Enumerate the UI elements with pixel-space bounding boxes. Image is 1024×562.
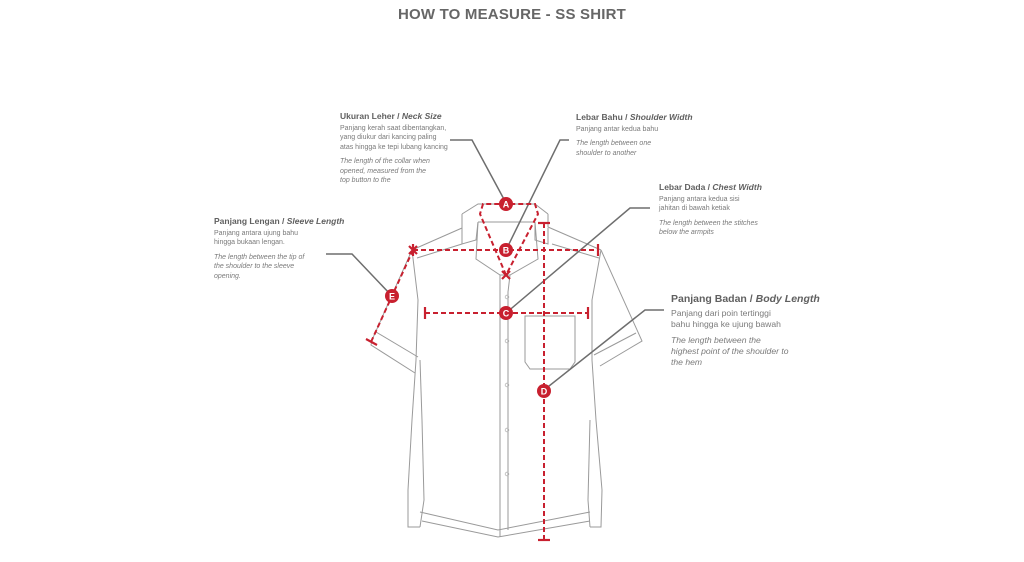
chest-width-heading: Lebar Dada / Chest Width: [659, 182, 762, 192]
shoulder-width-desc-id: Panjang antar kedua bahu: [576, 126, 659, 133]
measurement-ticks: [365, 221, 600, 542]
leader-line-shoulder: [505, 139, 569, 251]
marker-c: C: [499, 306, 513, 320]
shoulder-width-heading: Lebar Bahu / Shoulder Width: [576, 112, 693, 122]
sleeve-length-desc-en: The length between the tip of the should…: [214, 253, 305, 280]
svg-text:A: A: [503, 200, 510, 210]
shoulder-width-desc-en: The length between one shoulder to anoth…: [576, 140, 652, 157]
chest-width-label: Lebar Dada / Chest Width Panjang antara …: [659, 182, 774, 238]
shirt-buttons: [504, 294, 510, 477]
marker-a: A: [499, 197, 513, 211]
sleeve-length-label: Panjang Lengan / Sleeve Length Panjang a…: [214, 216, 349, 281]
svg-text:E: E: [389, 292, 395, 302]
button-icon: [504, 427, 510, 433]
body-length-heading: Panjang Badan / Body Length: [671, 293, 820, 305]
shoulder-width-label: Lebar Bahu / Shoulder Width Panjang anta…: [576, 112, 706, 158]
body-length-desc-id: Panjang dari poin tertinggi bahu hingga …: [671, 308, 781, 329]
neck-size-desc-id: Panjang kerah saat dibentangkan, yang di…: [340, 125, 448, 151]
leader-line-neck: [450, 139, 507, 204]
button-icon: [504, 382, 510, 388]
body-length-desc-en: The length between the highest point of …: [671, 335, 789, 367]
leader-line-body: [543, 309, 664, 391]
chest-width-desc-en: The length between the stitches below th…: [659, 219, 758, 237]
leader-line-chest: [505, 207, 650, 314]
leader-line-sleeve: [326, 253, 392, 296]
sleeve-length-heading: Panjang Lengan / Sleeve Length: [214, 216, 345, 226]
button-icon: [504, 294, 510, 300]
svg-text:B: B: [503, 246, 510, 256]
page-title: HOW TO MEASURE - SS SHIRT: [397, 6, 627, 23]
svg-text:C: C: [503, 309, 510, 319]
button-icon: [504, 471, 510, 477]
marker-e: E: [385, 289, 399, 303]
neck-size-heading: Ukuran Leher / Neck Size: [340, 111, 442, 121]
chest-width-desc-id: Panjang antara kedua sisi jahitan di baw…: [659, 196, 740, 213]
measurement-lines: [370, 203, 598, 539]
svg-text:D: D: [541, 387, 548, 397]
neck-size-label: Ukuran Leher / Neck Size Panjang kerah s…: [340, 111, 448, 185]
marker-b: B: [499, 243, 513, 257]
button-icon: [504, 338, 510, 344]
neck-size-desc-en: The length of the collar when opened, me…: [340, 158, 430, 185]
marker-d: D: [537, 384, 551, 398]
sleeve-length-desc-id: Panjang antara ujung bahu hingga bukaan …: [214, 230, 299, 247]
leader-lines: [326, 139, 664, 391]
body-length-label: Panjang Badan / Body Length Panjang dari…: [671, 293, 821, 368]
